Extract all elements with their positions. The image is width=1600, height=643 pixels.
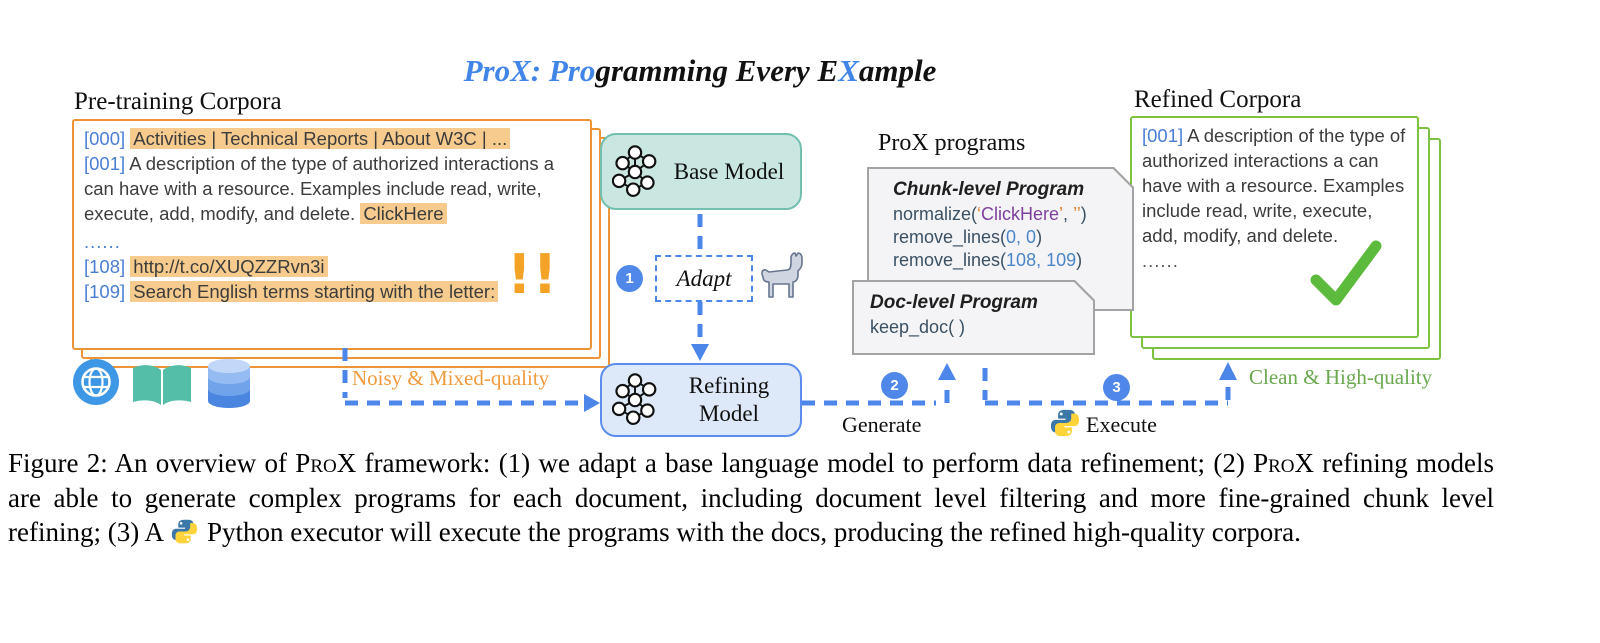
book-icon xyxy=(133,365,191,405)
database-icon xyxy=(208,359,250,408)
highlighted-text: http://t.co/XUQZZRvn3i xyxy=(130,256,328,277)
refined-doc-box: [001] A description of the type of autho… xyxy=(1130,116,1419,338)
neural-network-icon xyxy=(612,144,657,197)
chunk-program-content: Chunk-level Program normalize(‘ClickHere… xyxy=(867,167,1134,311)
doc-program-box: Doc-level Program keep_doc( ) xyxy=(852,280,1095,355)
refined-heading: Refined Corpora xyxy=(1134,86,1302,113)
title-segment: ample xyxy=(858,53,937,88)
pretraining-doc-box: [000] Activities | Technical Reports | A… xyxy=(72,119,592,350)
globe-icon xyxy=(73,359,119,405)
doc-text: A description of the type of authorized … xyxy=(84,153,555,224)
refining-model-box: Refining Model xyxy=(600,363,802,437)
arrowhead-up xyxy=(1219,362,1237,380)
execute-label: Execute xyxy=(1086,412,1157,437)
code-fn: remove_lines( xyxy=(893,250,1007,270)
ellipsis: ...... xyxy=(84,231,121,252)
doc-program-content: Doc-level Program keep_doc( ) xyxy=(852,280,1095,355)
pretraining-heading: Pre-training Corpora xyxy=(74,88,282,115)
arrowhead-right xyxy=(584,394,600,412)
code-punct: , xyxy=(1063,204,1074,224)
caption-prox: ProX xyxy=(295,448,357,478)
chunk-program-title: Chunk-level Program xyxy=(893,179,1085,200)
code-fn: normalize( xyxy=(893,204,978,224)
highlighted-text: Activities | Technical Reports | About W… xyxy=(130,128,511,149)
arrowhead-up xyxy=(938,363,956,380)
caption-text: Figure 2: An overview of xyxy=(8,448,296,478)
caption-text: framework: (1) we adapt a base language … xyxy=(356,448,1254,478)
refining-model-label: Refining Model xyxy=(688,373,770,426)
line-number: [000] xyxy=(84,128,126,149)
code-string: ClickHere xyxy=(981,204,1060,224)
caption-text: Python executor will execute the program… xyxy=(200,517,1301,547)
doc-line: [000] Activities | Technical Reports | A… xyxy=(84,126,580,151)
base-model-label: Base Model xyxy=(673,158,785,184)
code-punct: ) xyxy=(1080,204,1087,224)
exclamation-marks: !! xyxy=(507,243,559,306)
caption-text: refining models are able to generate com… xyxy=(8,448,1494,547)
doc-line: [001] A description of the type of autho… xyxy=(84,151,580,226)
code-line: remove_lines(0, 0) xyxy=(893,226,1126,249)
step-3-badge: 3 xyxy=(1103,374,1130,401)
line-number: [108] xyxy=(84,256,126,277)
python-icon xyxy=(1050,409,1080,437)
highlighted-text: Search English terms starting with the l… xyxy=(130,281,499,302)
arrowhead-down xyxy=(691,344,709,361)
code-fn: remove_lines( xyxy=(893,227,1007,247)
code-line: normalize(‘ClickHere’, ’’) xyxy=(893,203,1126,226)
doc-line: [108] http://t.co/XUQZZRvn3i xyxy=(84,254,580,279)
pretraining-doc-text: [000] Activities | Technical Reports | A… xyxy=(74,121,590,309)
python-icon xyxy=(172,519,198,544)
check-icon xyxy=(1310,240,1382,306)
step-1-badge: 1 xyxy=(616,265,643,292)
code-punct: ) xyxy=(1076,250,1083,270)
step-2-badge: 2 xyxy=(881,372,908,399)
code-quote: ’ xyxy=(1059,204,1064,224)
code-line: remove_lines(108, 109) xyxy=(893,249,1126,272)
chunk-program-box: Chunk-level Program normalize(‘ClickHere… xyxy=(867,167,1134,311)
doc-text: A description of the type of authorized … xyxy=(1142,125,1406,246)
base-model-box: Base Model xyxy=(600,133,802,210)
noisy-label: Noisy & Mixed-quality xyxy=(352,366,550,390)
figure-caption: Figure 2: An overview of ProX framework:… xyxy=(8,446,1494,550)
title-segment: gramming Every E xyxy=(595,53,839,88)
code-args: 108, 109 xyxy=(1006,250,1077,270)
ellipsis: ...... xyxy=(1142,250,1179,271)
line-number: [109] xyxy=(84,281,126,302)
code-args: 0, 0 xyxy=(1006,227,1037,247)
code-line: keep_doc( ) xyxy=(870,317,966,337)
neural-network-icon xyxy=(612,373,657,425)
programs-heading: ProX programs xyxy=(878,130,1026,156)
llama-icon xyxy=(761,252,803,298)
generate-label: Generate xyxy=(842,412,922,437)
line-number: [001] xyxy=(84,153,126,174)
title-segment: X xyxy=(838,53,859,88)
doc-program-title: Doc-level Program xyxy=(870,292,1038,313)
clean-label: Clean & High-quality xyxy=(1249,365,1433,389)
adapt-step-box: Adapt xyxy=(655,255,753,302)
figure-title: ProX: Programming Every EXample xyxy=(464,53,937,89)
caption-prox: ProX xyxy=(1253,448,1314,478)
highlighted-text: ClickHere xyxy=(360,203,447,224)
code-string: ’’ xyxy=(1073,204,1081,224)
refined-doc-text: [001] A description of the type of autho… xyxy=(1132,118,1417,278)
code-quote: ‘ xyxy=(977,204,982,224)
doc-line: [109] Search English terms starting with… xyxy=(84,279,580,304)
code-punct: ) xyxy=(1036,227,1043,247)
line-number: [001] xyxy=(1142,125,1184,146)
doc-line: [001] A description of the type of autho… xyxy=(1142,123,1407,248)
title-segment: ProX: Pro xyxy=(463,53,596,88)
program-card xyxy=(854,282,1093,353)
